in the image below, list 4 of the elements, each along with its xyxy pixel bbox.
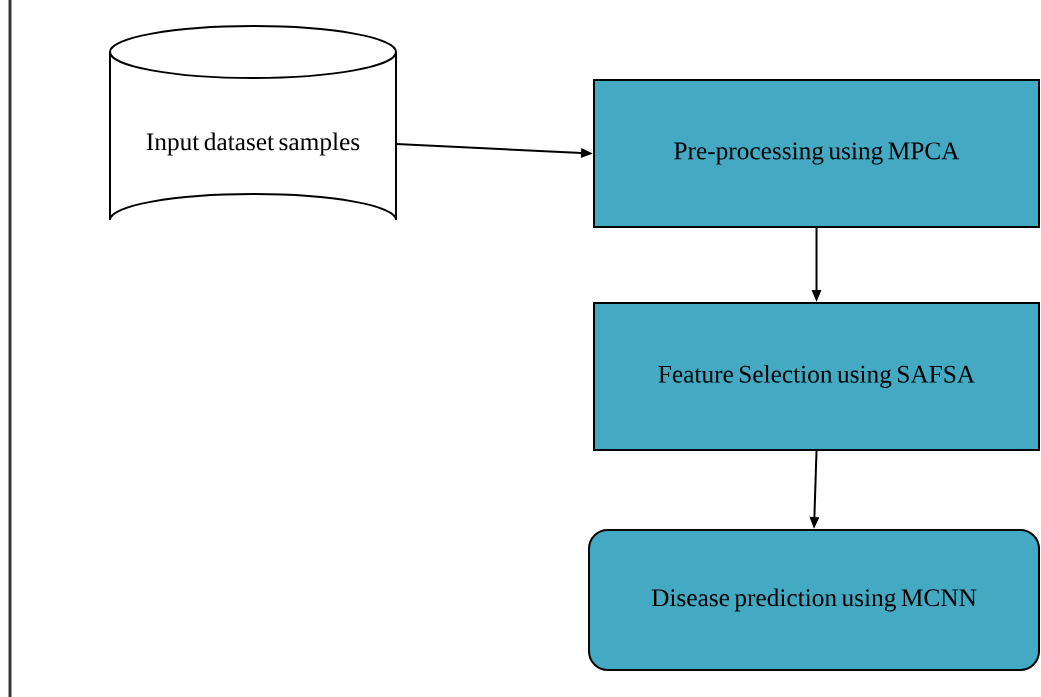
process-box: Pre-processing using MPCA [593, 79, 1040, 228]
database-cylinder: Input dataset samples [109, 25, 397, 221]
process-box: Disease prediction using MCNN [588, 529, 1040, 671]
process-box: Feature Selection using SAFSA [593, 302, 1040, 451]
